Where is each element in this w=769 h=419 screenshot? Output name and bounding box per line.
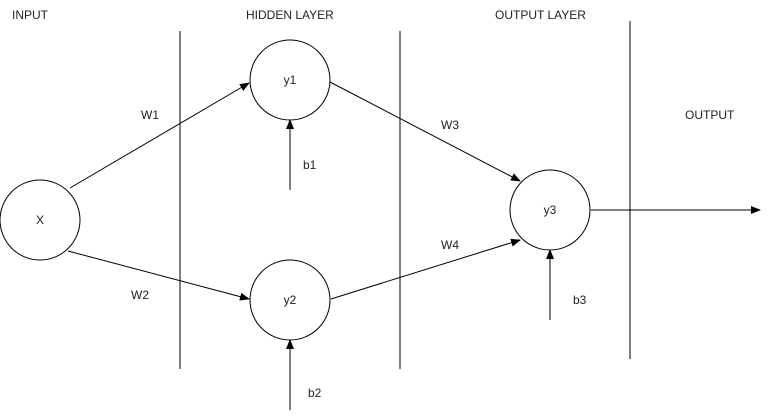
- bias-label-b1: b1: [303, 158, 317, 172]
- node-y3: y3: [509, 169, 591, 251]
- weight-label-w3: W3: [441, 118, 459, 132]
- node-y2: y2: [249, 259, 331, 341]
- edge-y2-to-y3: [330, 238, 521, 300]
- bias-label-b3: b3: [573, 293, 587, 307]
- edge-x-to-y1: [69, 82, 250, 189]
- node-y1: y1: [249, 39, 331, 121]
- section-title-input: INPUT: [12, 8, 49, 22]
- edge-y1-to-y3: [329, 81, 521, 182]
- weight-label-w1: W1: [141, 108, 159, 122]
- node-y1-label: y1: [284, 73, 297, 87]
- node-y2-label: y2: [284, 293, 297, 307]
- node-x-label: X: [36, 213, 44, 227]
- node-y3-label: y3: [544, 203, 557, 217]
- bias-label-b2: b2: [308, 386, 322, 400]
- section-title-output-layer: OUTPUT LAYER: [495, 8, 586, 22]
- section-title-output: OUTPUT: [685, 108, 735, 122]
- edge-x-to-y2: [67, 250, 250, 301]
- weight-label-w2: W2: [131, 288, 149, 302]
- section-title-hidden-layer: HIDDEN LAYER: [246, 8, 334, 22]
- node-x: X: [0, 179, 81, 261]
- weight-label-w4: W4: [441, 238, 459, 252]
